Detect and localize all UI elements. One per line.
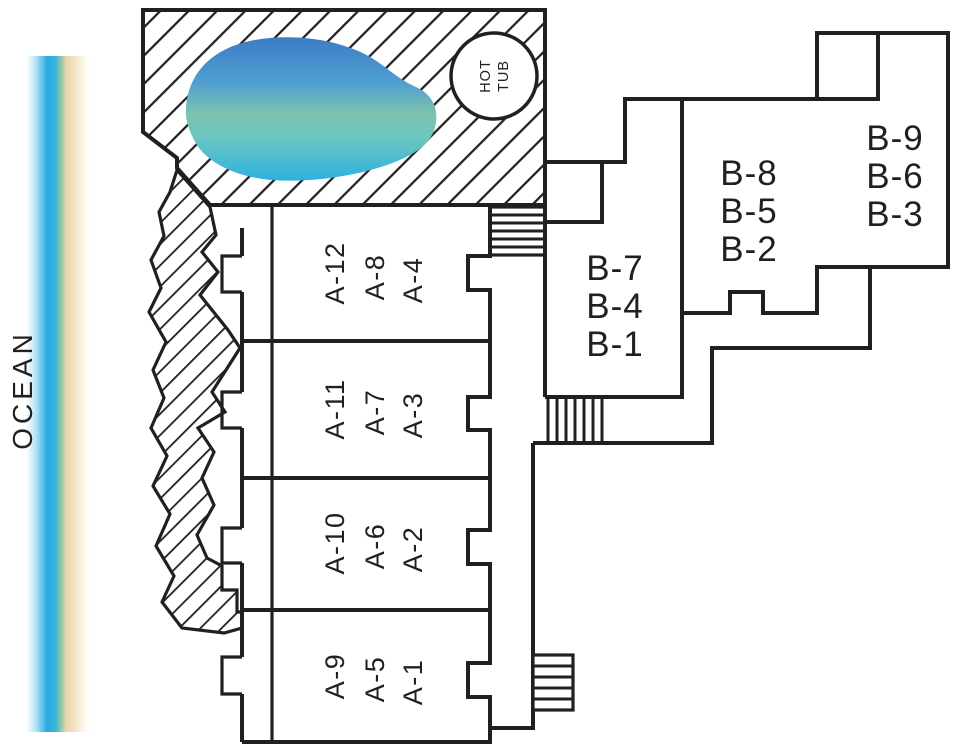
hot-tub [449,31,539,121]
building-b-outline-upper [543,31,950,397]
unit-label: A-5 [360,656,390,703]
building-b7-lower [545,313,684,399]
unit-label: A-2 [398,526,428,573]
pool-deck-stairs [488,205,547,257]
unit-label: A-1 [398,659,428,706]
unit-label: A-12 [320,241,350,304]
building-b9-lobby [817,33,880,101]
hot-tub-label-line2: TUB [496,60,512,92]
building-a-right-wall [242,205,492,744]
ocean-label: OCEAN [7,330,38,450]
unit-label: B-1 [586,325,643,364]
unit-label: A-7 [360,389,390,436]
unit-label: B-7 [586,249,643,288]
unit-label: A-11 [320,378,350,439]
building-a [220,205,575,744]
unit-label: A-3 [398,392,428,439]
unit-label: A-8 [360,254,390,301]
unit-label: B-2 [720,230,777,269]
building-a-unit-labels: A-12 A-8 A-4 A-11 A-7 A-3 A-10 A-6 A-2 A… [320,241,428,705]
unit-label: B-4 [586,287,643,326]
building-a-left-porches [220,254,242,696]
unit-label: B-9 [866,119,923,158]
unit-label: B-8 [720,154,777,193]
building-a-south-stairs [531,653,575,712]
ocean-beach-stripe [26,56,90,732]
unit-label: A-10 [320,511,350,574]
beach-walkway-path [147,166,244,635]
building-b-unit-labels: B-7 B-4 B-1 B-8 B-5 B-2 B-9 B-6 B-3 [586,119,923,364]
building-b-walkway [533,267,872,445]
building-a-floor-dividers [242,339,490,612]
unit-label: B-3 [866,195,923,234]
unit-label: B-6 [866,157,923,196]
swimming-pool [185,37,437,181]
unit-label: A-6 [360,523,390,570]
unit-label: A-9 [320,653,350,700]
unit-label: A-4 [398,257,428,304]
building-a-east-corridor [490,443,535,730]
building-b [533,31,950,445]
hot-tub-label: HOT TUB [478,59,512,93]
building-b-stairs [546,397,604,443]
building-b7-lobby [545,162,604,224]
unit-label: B-5 [720,192,777,231]
hot-tub-label-line1: HOT [478,59,494,93]
